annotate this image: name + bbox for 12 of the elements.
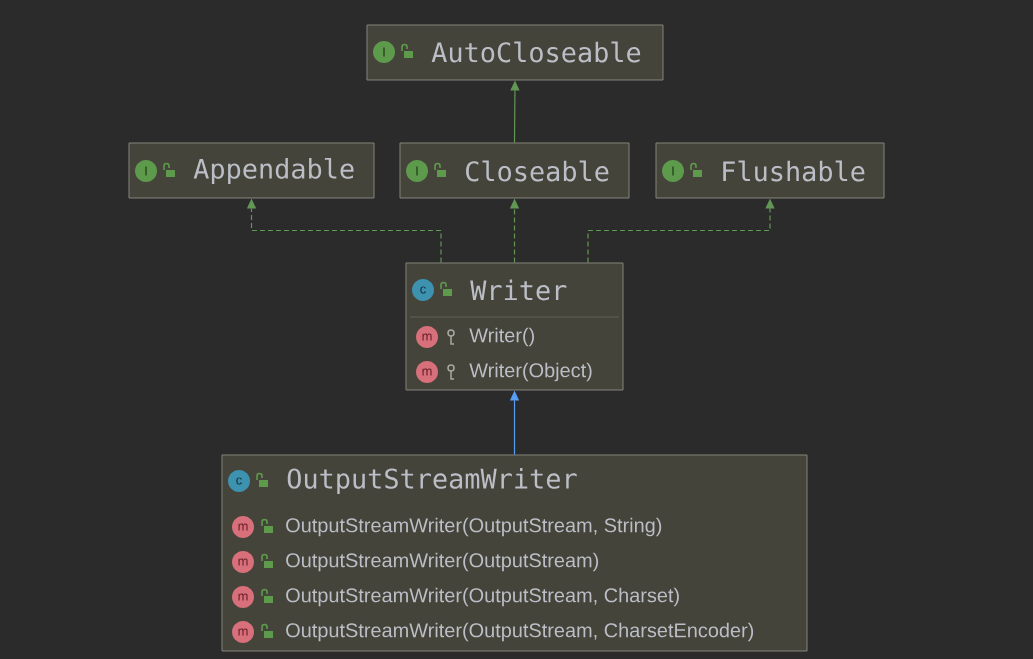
method-name: OutputStreamWriter(OutputStream, String) xyxy=(286,517,662,537)
method-name: Writer(Object) xyxy=(469,362,592,382)
method-name: OutputStreamWriter(OutputStream, Charset) xyxy=(286,587,679,607)
class-name: OutputStreamWriter xyxy=(287,468,577,494)
method-name: Writer() xyxy=(469,327,534,347)
method-name: OutputStreamWriter(OutputStream) xyxy=(286,552,599,572)
class-name: Closeable xyxy=(466,160,609,182)
class-name: Writer xyxy=(470,279,567,301)
class-name: Flushable xyxy=(723,160,865,182)
method-name: OutputStreamWriter(OutputStream, CharsetEncoder) xyxy=(286,622,754,642)
class-name: AutoCloseable xyxy=(431,41,641,63)
class-name: Appendable xyxy=(193,157,354,185)
